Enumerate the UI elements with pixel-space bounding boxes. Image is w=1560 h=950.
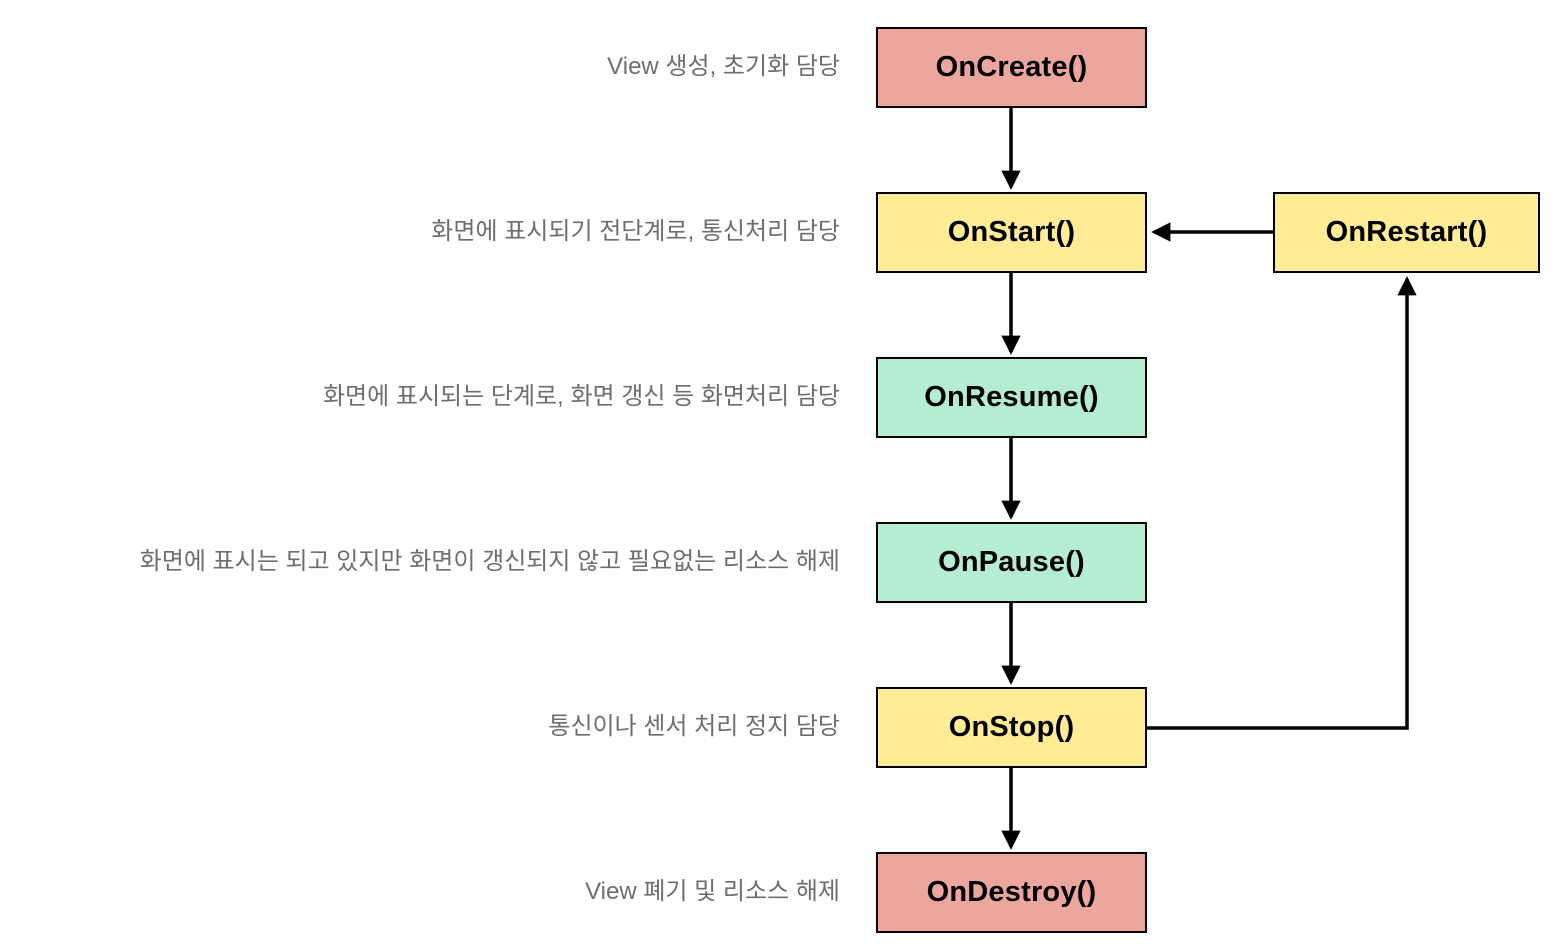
- node-on-create: OnCreate(): [876, 27, 1147, 108]
- node-on-stop: OnStop(): [876, 687, 1147, 768]
- annotation-on-start: 화면에 표시되기 전단계로, 통신처리 담당: [431, 218, 840, 245]
- edge-onstop-onrestart: [1147, 276, 1417, 730]
- node-on-start: OnStart(): [876, 192, 1147, 273]
- node-on-pause: OnPause(): [876, 522, 1147, 603]
- annotation-on-pause: 화면에 표시는 되고 있지만 화면이 갱신되지 않고 필요없는 리소스 해제: [139, 548, 840, 575]
- node-on-restart: OnRestart(): [1273, 192, 1540, 273]
- annotation-on-stop: 통신이나 센서 처리 정지 담당: [548, 713, 840, 740]
- annotation-on-destroy: View 폐기 및 리소스 해제: [585, 878, 840, 905]
- annotation-on-create: View 생성, 초기화 담당: [607, 53, 840, 80]
- node-on-destroy: OnDestroy(): [876, 852, 1147, 933]
- node-on-resume: OnResume(): [876, 357, 1147, 438]
- annotation-on-resume: 화면에 표시되는 단계로, 화면 갱신 등 화면처리 담당: [322, 383, 840, 410]
